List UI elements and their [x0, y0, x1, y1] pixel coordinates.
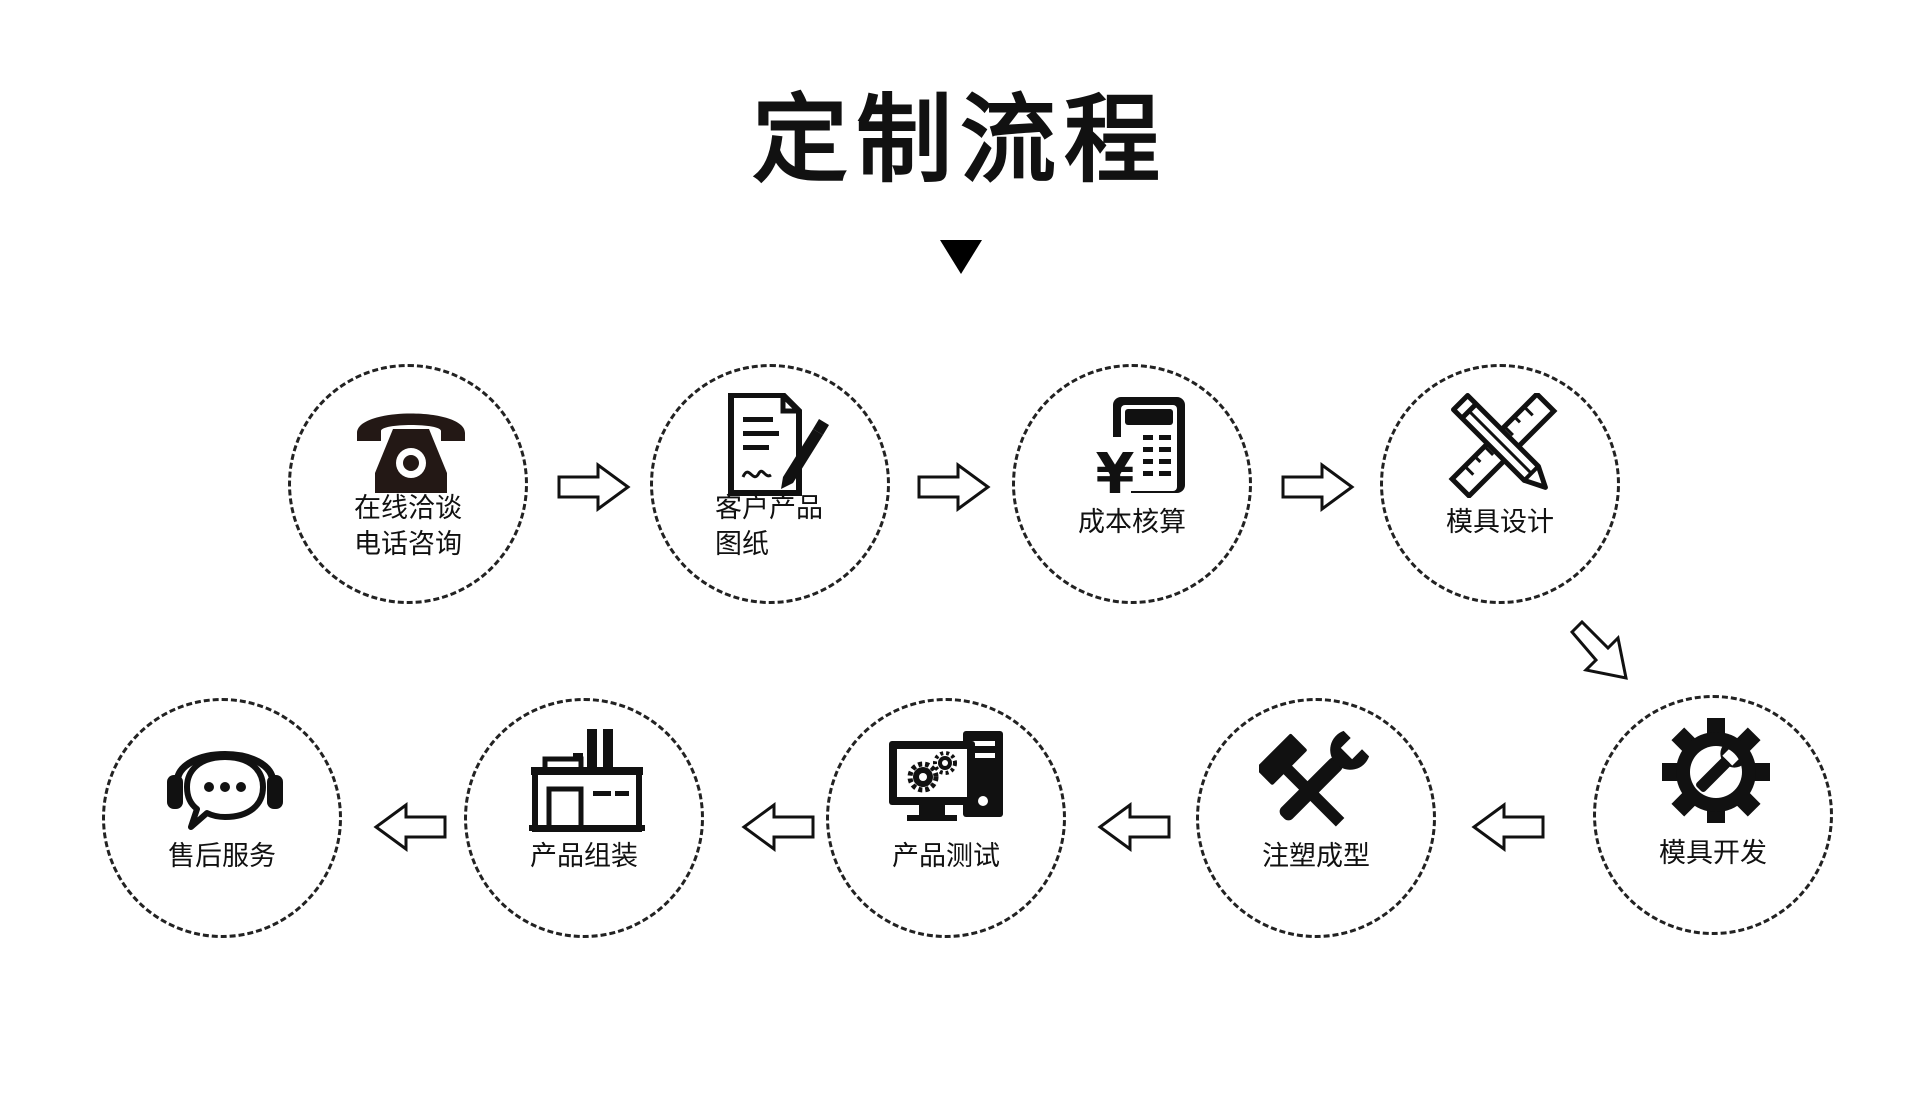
arrow-left-icon [1097, 802, 1171, 852]
step-product-assembly: 产品组装 [464, 698, 704, 938]
step-after-sales-service: 售后服务 [102, 698, 342, 938]
page-title: 定制流程 [752, 84, 1168, 196]
step-label: 注塑成型 [1262, 841, 1370, 872]
step-label: 模具设计 [1446, 507, 1554, 538]
step-cost-accounting: ¥ 成本核算 [1012, 364, 1252, 604]
step-label: 售后服务 [168, 841, 276, 872]
calculator-yen-icon: ¥ [1096, 397, 1185, 498]
step-online-consult: 在线洽谈 电话咨询 [288, 364, 528, 604]
arrow-right-icon [1281, 462, 1355, 512]
down-triangle-icon [940, 240, 982, 274]
arrow-down-right-icon [1569, 619, 1628, 680]
arrow-left-icon [741, 802, 815, 852]
ruler-pencil-icon [1448, 393, 1558, 498]
arrow-left-icon [373, 802, 447, 852]
svg-text:¥: ¥ [1096, 442, 1135, 498]
arrow-left-icon [1471, 802, 1545, 852]
document-pen-icon [728, 393, 829, 496]
step-customer-drawing: 客户产品 图纸 [650, 364, 890, 604]
step-label-line2: 图纸 [715, 529, 769, 560]
step-injection-molding: 注塑成型 [1196, 698, 1436, 938]
step-mold-design: 模具设计 [1380, 364, 1620, 604]
hammer-wrench-icon [1259, 730, 1370, 827]
step-mold-development: 模具开发 [1593, 695, 1833, 935]
step-label: 成本核算 [1078, 507, 1186, 538]
step-product-testing: 产品测试 [826, 698, 1066, 938]
arrow-right-icon [557, 462, 631, 512]
step-label-line1: 在线洽谈 [354, 493, 462, 524]
step-label: 产品组装 [530, 841, 638, 872]
step-label-line1: 客户产品 [715, 493, 823, 524]
factory-icon [529, 729, 645, 832]
step-label: 模具开发 [1659, 838, 1767, 869]
step-label: 产品测试 [892, 841, 1000, 872]
telephone-icon [357, 413, 465, 493]
step-label-line2: 电话咨询 [354, 529, 462, 560]
computer-gears-icon [889, 731, 1003, 821]
gear-wrench-icon [1662, 718, 1770, 823]
arrow-right-icon [917, 462, 991, 512]
headset-chat-icon [167, 751, 283, 830]
